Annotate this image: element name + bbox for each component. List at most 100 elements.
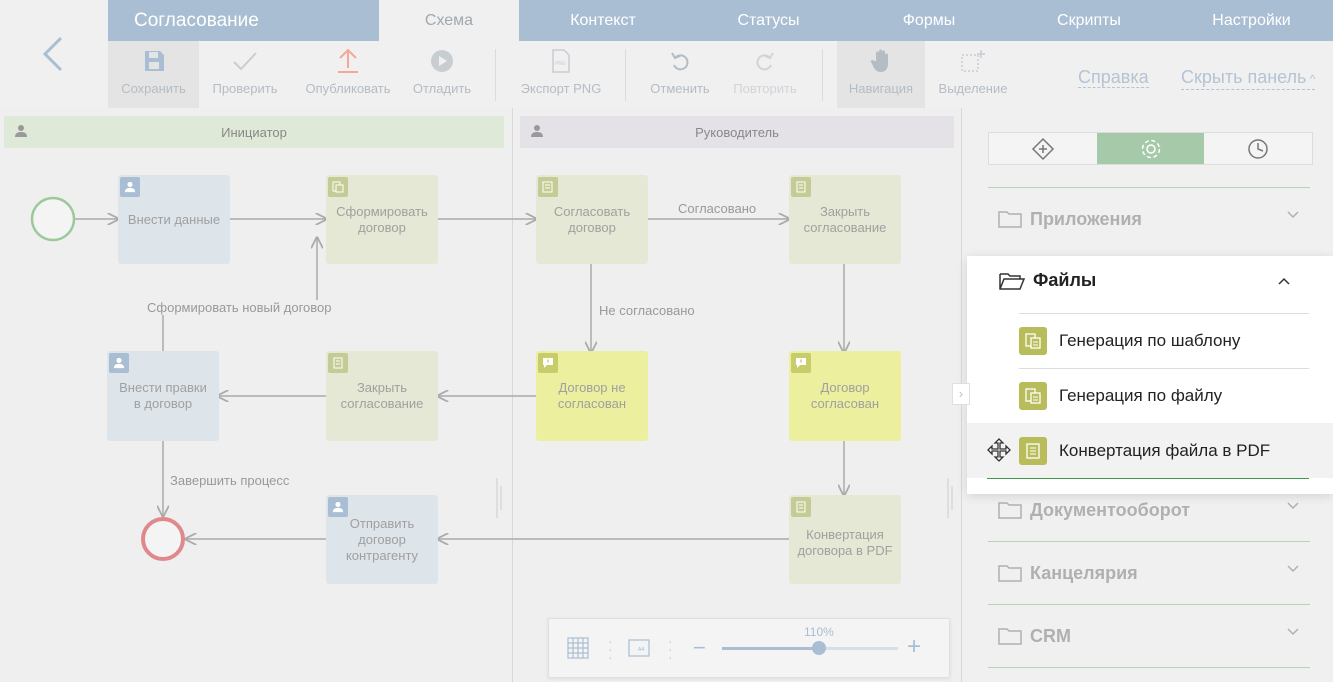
panel-tab-gateways[interactable] [989,133,1097,164]
tab-scripts[interactable]: Скрипты [1057,12,1121,29]
category-label: CRM [1030,625,1071,646]
category-office[interactable]: Канцелярия [988,541,1310,604]
hand-icon [871,49,888,72]
document-template-icon [1019,327,1047,355]
check-button[interactable]: Проверить [204,41,286,108]
lane-manager[interactable]: Руководитель [520,116,954,148]
node-close-approval-1[interactable]: Закрыть согласование [789,175,901,264]
selection-icon [961,50,985,72]
diagram-connectors [30,196,953,561]
folder-open-icon [999,272,1025,290]
category-applications[interactable]: Приложения [988,187,1310,250]
node-label: Договор согласован [810,380,880,411]
panel-collapse-toggle[interactable]: › [952,383,970,405]
checkmark-icon [233,52,257,71]
node-approve-contract[interactable]: Согласовать договор [536,175,648,264]
move-cursor-icon [987,438,1011,462]
tab-context[interactable]: Контекст [570,12,636,29]
zoom-slider[interactable] [722,641,898,655]
save-label: Сохранить [121,81,186,96]
zoom-slider-fill [722,647,819,650]
item-convert-file-to-pdf[interactable]: Конвертация файла в PDF [1019,423,1309,478]
zoom-in-button[interactable]: + [907,633,922,660]
item-label: Конвертация файла в PDF [1059,440,1271,460]
page-a4-icon[interactable]: A4 [628,639,650,657]
document-icon [791,177,811,197]
diagram-canvas[interactable]: Инициатор Руководитель [0,108,961,682]
node-label: Согласовать договор [553,203,631,235]
end-event [141,517,185,561]
selection-button[interactable]: Выделение [933,41,1013,108]
node-label: Закрыть согласование [803,203,887,235]
tab-settings[interactable]: Настройки [1212,12,1291,29]
folder-icon [998,565,1022,582]
debug-button[interactable]: Отладить [408,41,476,108]
export-png-button[interactable]: PNG Экспорт PNG [513,41,609,108]
diamond-plus-icon [1031,137,1054,160]
node-enter-data[interactable]: Внести данные [118,175,230,264]
node-send-contract[interactable]: Отправить договор контрагенту [326,495,438,584]
edge-label-new-contract: Сформировать новый договор [145,300,334,315]
folder-icon [998,628,1022,645]
item-generate-by-template[interactable]: Генерация по шаблону [1019,313,1309,368]
document-icon [1019,436,1047,465]
svg-text:PNG: PNG [555,61,566,67]
help-link[interactable]: Справка [1078,67,1149,88]
category-label: Документооборот [1030,499,1191,520]
zoom-toolbar: ··· A4 ··· − 110% + [548,618,950,678]
category-files-expanded: Файлы Генерация по шаблону Генерация по … [967,256,1333,494]
node-label: Договор не согласован [557,380,627,411]
zoom-slider-handle[interactable] [812,641,826,655]
folder-icon [998,211,1022,228]
back-button[interactable] [0,0,108,108]
tab-statuses[interactable]: Статусы [737,12,800,29]
category-label: Канцелярия [1030,562,1138,583]
redo-button[interactable]: Повторить [728,41,802,108]
node-convert-pdf[interactable]: Конвертация договора в PDF [789,495,901,584]
node-label: Сформировать договор [336,203,428,235]
zoom-out-button[interactable]: − [693,635,706,660]
debug-label: Отладить [412,81,472,96]
user-icon [109,353,129,373]
top-navigation: Согласование Схема Контекст Статусы Форм… [108,0,1333,41]
tab-scheme[interactable]: Схема [379,0,519,41]
item-generate-by-file[interactable]: Генерация по файлу [1019,368,1309,423]
panel-tab-activities[interactable] [1096,133,1205,164]
category-files-header[interactable]: Файлы [999,270,1096,291]
user-icon [328,497,348,517]
publish-button[interactable]: Опубликовать [298,41,398,108]
chevron-down-icon [1287,565,1299,573]
tab-forms[interactable]: Формы [902,12,956,29]
grid-icon[interactable] [567,637,589,659]
divider [988,667,1310,668]
lane-initiator-label: Инициатор [221,124,287,140]
document-edit-icon [538,177,558,197]
undo-icon [671,52,689,71]
node-approved[interactable]: Договор согласован [789,351,901,441]
node-form-contract[interactable]: Сформировать договор [326,175,438,264]
check-label: Проверить [212,81,278,96]
node-not-approved[interactable]: Договор не согласован [536,351,648,441]
lane-initiator[interactable]: Инициатор [4,116,504,148]
hide-panel-link[interactable]: Скрыть панель ^ [1181,67,1316,90]
node-label: Закрыть согласование [340,380,424,411]
undo-button[interactable]: Отменить [644,41,716,108]
svg-text:A4: A4 [638,647,645,653]
node-label: Конвертация договора в PDF [797,526,893,558]
user-icon [15,125,27,137]
chevron-up-icon[interactable] [1277,276,1291,286]
category-label: Приложения [1030,208,1142,229]
navigation-button[interactable]: Навигация [837,41,925,108]
category-crm[interactable]: CRM [988,604,1310,667]
chevron-left-icon [42,36,63,72]
upload-arrow-icon [338,48,358,73]
node-close-approval-2[interactable]: Закрыть согласование [326,351,438,441]
gear-icon [1141,139,1160,158]
notification-icon [791,353,811,373]
panel-tab-events[interactable] [1204,133,1312,164]
save-button[interactable]: Сохранить [108,41,199,108]
navigation-label: Навигация [848,81,914,96]
node-edit-contract[interactable]: Внести правки в договор [107,351,219,441]
node-label: Внести правки в договор [119,380,207,411]
chevron-up-icon: ^ [1306,72,1316,86]
